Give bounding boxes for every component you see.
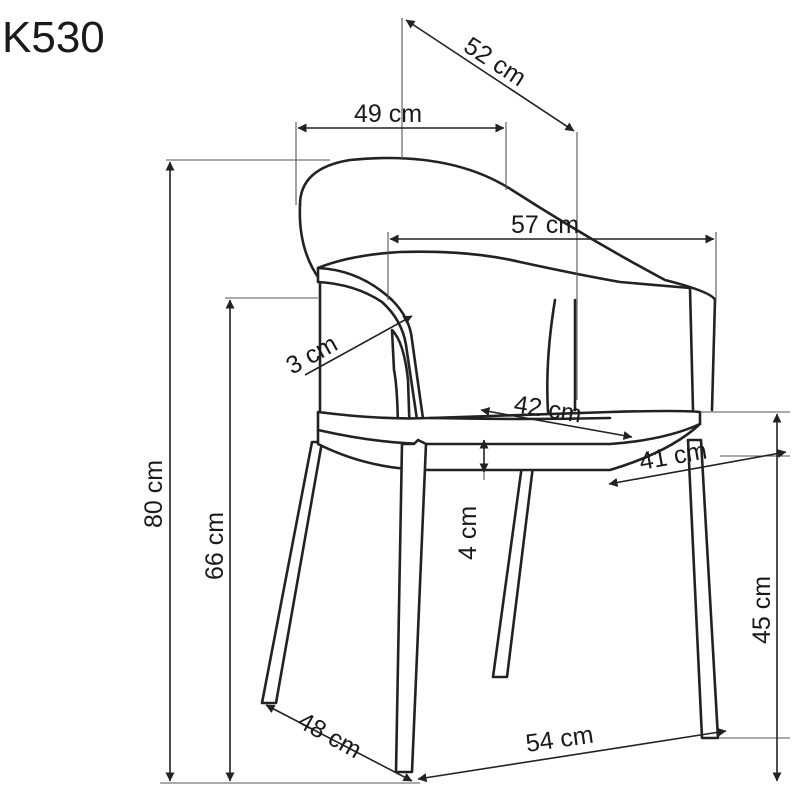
- dim-line-seat-depth: [608, 449, 787, 487]
- model-title: K530: [2, 13, 105, 62]
- dim-line-base-width: [417, 727, 727, 783]
- front-left-leg: [394, 438, 428, 774]
- label-backrest-width: 49 cm: [354, 100, 422, 128]
- left-shell-side: [298, 203, 322, 412]
- dimension-labels: 52 cm 49 cm 57 cm 3 cm 42 cm 41 cm 4 cm …: [140, 32, 776, 765]
- label-base-depth: 48 cm: [293, 707, 366, 765]
- label-overall-width: 57 cm: [511, 211, 579, 239]
- backrest-inner: [316, 250, 695, 412]
- dim-line-depth-top: [405, 19, 575, 132]
- back-left-leg: [260, 440, 324, 705]
- label-seat-thickness: 4 cm: [454, 506, 482, 560]
- label-seat-height: 45 cm: [748, 576, 776, 644]
- front-right-leg: [686, 438, 720, 740]
- backrest-outer: [298, 156, 717, 412]
- dimension-lines: [160, 18, 790, 784]
- dim-line-base-depth: [265, 704, 413, 782]
- label-armrest-height: 66 cm: [201, 512, 229, 580]
- dim-line-seat-width: [480, 407, 633, 440]
- label-depth-top: 52 cm: [459, 32, 531, 93]
- label-total-height: 80 cm: [140, 460, 168, 528]
- back-right-leg: [491, 456, 536, 679]
- label-armrest-thickness: 3 cm: [281, 329, 342, 380]
- dim-line-armrest-thickness: [304, 315, 413, 376]
